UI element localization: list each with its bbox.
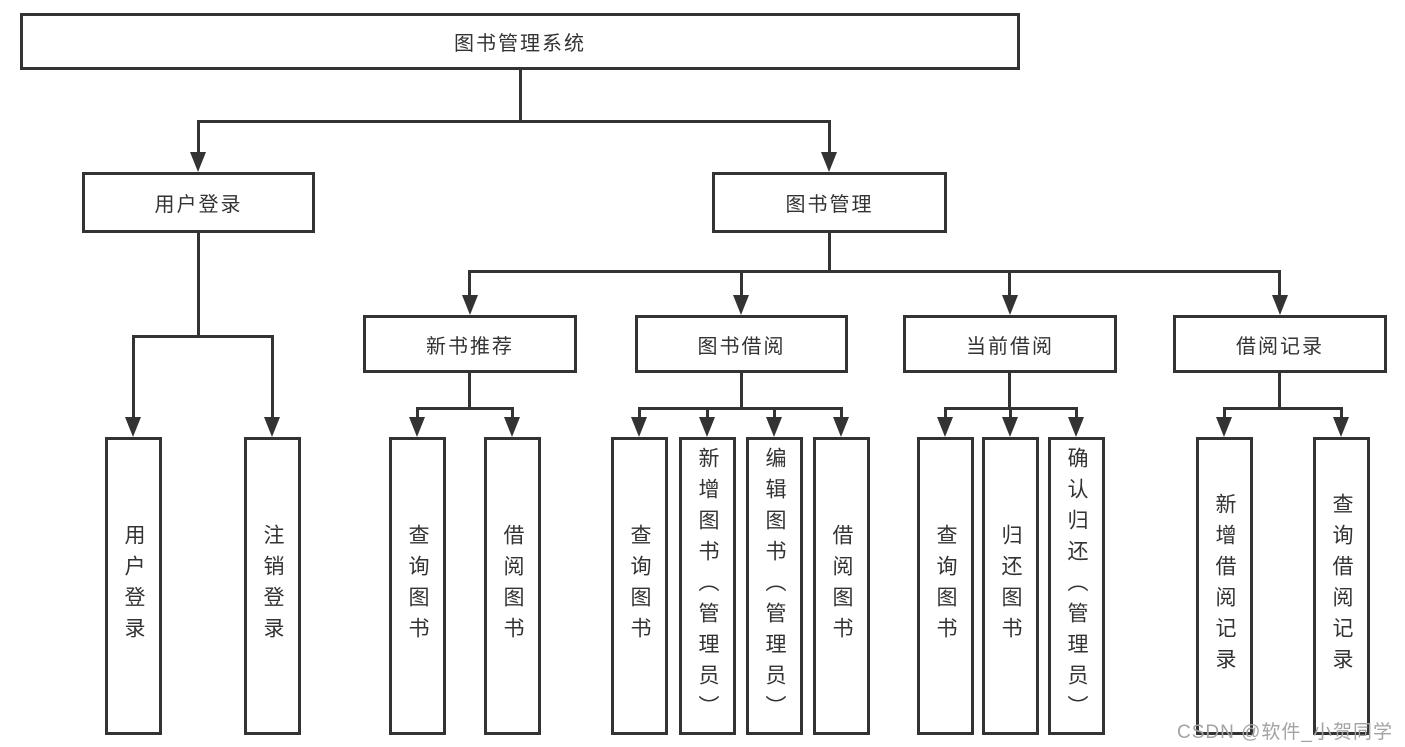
node-label: 图书管理系统 [454, 33, 586, 55]
node-current-borrowing: 当前借阅 [903, 315, 1117, 373]
connector-arrowhead [699, 417, 715, 437]
connector-line [416, 407, 514, 410]
connector-line [706, 407, 709, 417]
node-label: 借阅记录 [1236, 335, 1324, 358]
leaf-edit-books-admin: 编辑图书（管理员） [746, 437, 803, 735]
connector-line [468, 270, 471, 295]
connector-arrowhead [462, 295, 478, 315]
leaf-add-books-admin: 新增图书（管理员） [679, 437, 736, 735]
leaf-user-login: 用户登录 [105, 437, 162, 735]
connector-arrowhead [821, 152, 837, 172]
leaf-add-borrow-record: 新增借阅记录 [1196, 437, 1253, 735]
connector-line [1008, 270, 1011, 295]
connector-arrowhead [937, 417, 953, 437]
node-label: 查询借阅记录 [1330, 493, 1353, 679]
connector-arrowhead [1272, 295, 1288, 315]
csdn-watermark: CSDN @软件_小贺同学 [1177, 722, 1393, 743]
leaf-return-books: 归还图书 [982, 437, 1039, 735]
connector-line [132, 335, 135, 417]
connector-line [1223, 407, 1343, 410]
node-label: 图书管理 [785, 194, 874, 216]
connector-line [840, 407, 843, 417]
node-user-login: 用户登录 [82, 172, 315, 233]
leaf-query-borrow-record: 查询借阅记录 [1313, 437, 1370, 735]
leaf-borrow-books: 借阅图书 [813, 437, 870, 735]
node-label: 借阅图书 [501, 524, 524, 648]
node-label: 借阅图书 [830, 524, 853, 648]
connector-line [773, 407, 776, 417]
leaf-query-books-recommend: 查询图书 [389, 437, 446, 735]
connector-line [416, 407, 419, 417]
connector-arrowhead [1333, 417, 1349, 437]
node-label: 查询图书 [628, 524, 651, 648]
connector-line [638, 407, 641, 417]
node-label: 用户登录 [122, 524, 145, 648]
node-label: 确认归还（管理员） [1065, 446, 1088, 726]
connector-arrowhead [1002, 295, 1018, 315]
connector-arrowhead [833, 417, 849, 437]
connector-line [197, 233, 200, 335]
connector-line [1009, 407, 1012, 417]
connector-line [1223, 407, 1226, 417]
connector-line [1340, 407, 1343, 417]
node-new-book-recommendation: 新书推荐 [363, 315, 577, 373]
node-label: 新增借阅记录 [1213, 493, 1236, 679]
leaf-query-books-borrowing: 查询图书 [611, 437, 668, 735]
leaf-confirm-return-admin: 确认归还（管理员） [1048, 437, 1105, 735]
connector-line [197, 120, 200, 152]
node-label: 注销登录 [261, 524, 284, 648]
connector-line [1008, 373, 1011, 407]
node-label: 新增图书（管理员） [696, 446, 719, 726]
connector-line [828, 120, 831, 152]
connector-line [740, 373, 743, 407]
node-book-borrowing: 图书借阅 [635, 315, 848, 373]
connector-line [944, 407, 947, 417]
connector-line [271, 335, 274, 417]
leaf-query-books-current: 查询图书 [917, 437, 974, 735]
node-label: 图书借阅 [697, 335, 786, 358]
connector-arrowhead [1216, 417, 1232, 437]
node-book-management: 图书管理 [712, 172, 947, 233]
connector-arrowhead [264, 417, 280, 437]
leaf-borrow-books-recommend: 借阅图书 [484, 437, 541, 735]
node-label: 编辑图书（管理员） [763, 446, 786, 726]
connector-line [1278, 270, 1281, 295]
node-label: 归还图书 [999, 524, 1022, 648]
connector-line [740, 270, 743, 295]
node-label: 查询图书 [406, 524, 429, 648]
connector-arrowhead [190, 152, 206, 172]
node-root-library-system: 图书管理系统 [20, 13, 1020, 70]
connector-line [1075, 407, 1078, 417]
connector-arrowhead [125, 417, 141, 437]
node-label: 新书推荐 [426, 335, 514, 358]
connector-line [638, 407, 842, 410]
connector-arrowhead [504, 417, 520, 437]
node-label: 当前借阅 [966, 335, 1054, 358]
node-label: 查询图书 [934, 524, 957, 648]
connector-line [468, 373, 471, 407]
connector-arrowhead [409, 417, 425, 437]
node-label: 用户登录 [154, 194, 243, 216]
connector-line [519, 70, 522, 120]
node-borrowing-records: 借阅记录 [1173, 315, 1387, 373]
connector-line [197, 120, 831, 123]
connector-arrowhead [1002, 417, 1018, 437]
connector-arrowhead [1068, 417, 1084, 437]
connector-line [511, 407, 514, 417]
connector-line [132, 335, 274, 338]
connector-line [468, 270, 1281, 273]
connector-arrowhead [766, 417, 782, 437]
leaf-logout: 注销登录 [244, 437, 301, 735]
connector-arrowhead [631, 417, 647, 437]
connector-line [1278, 373, 1281, 407]
connector-line [828, 233, 831, 270]
connector-arrowhead [733, 295, 749, 315]
